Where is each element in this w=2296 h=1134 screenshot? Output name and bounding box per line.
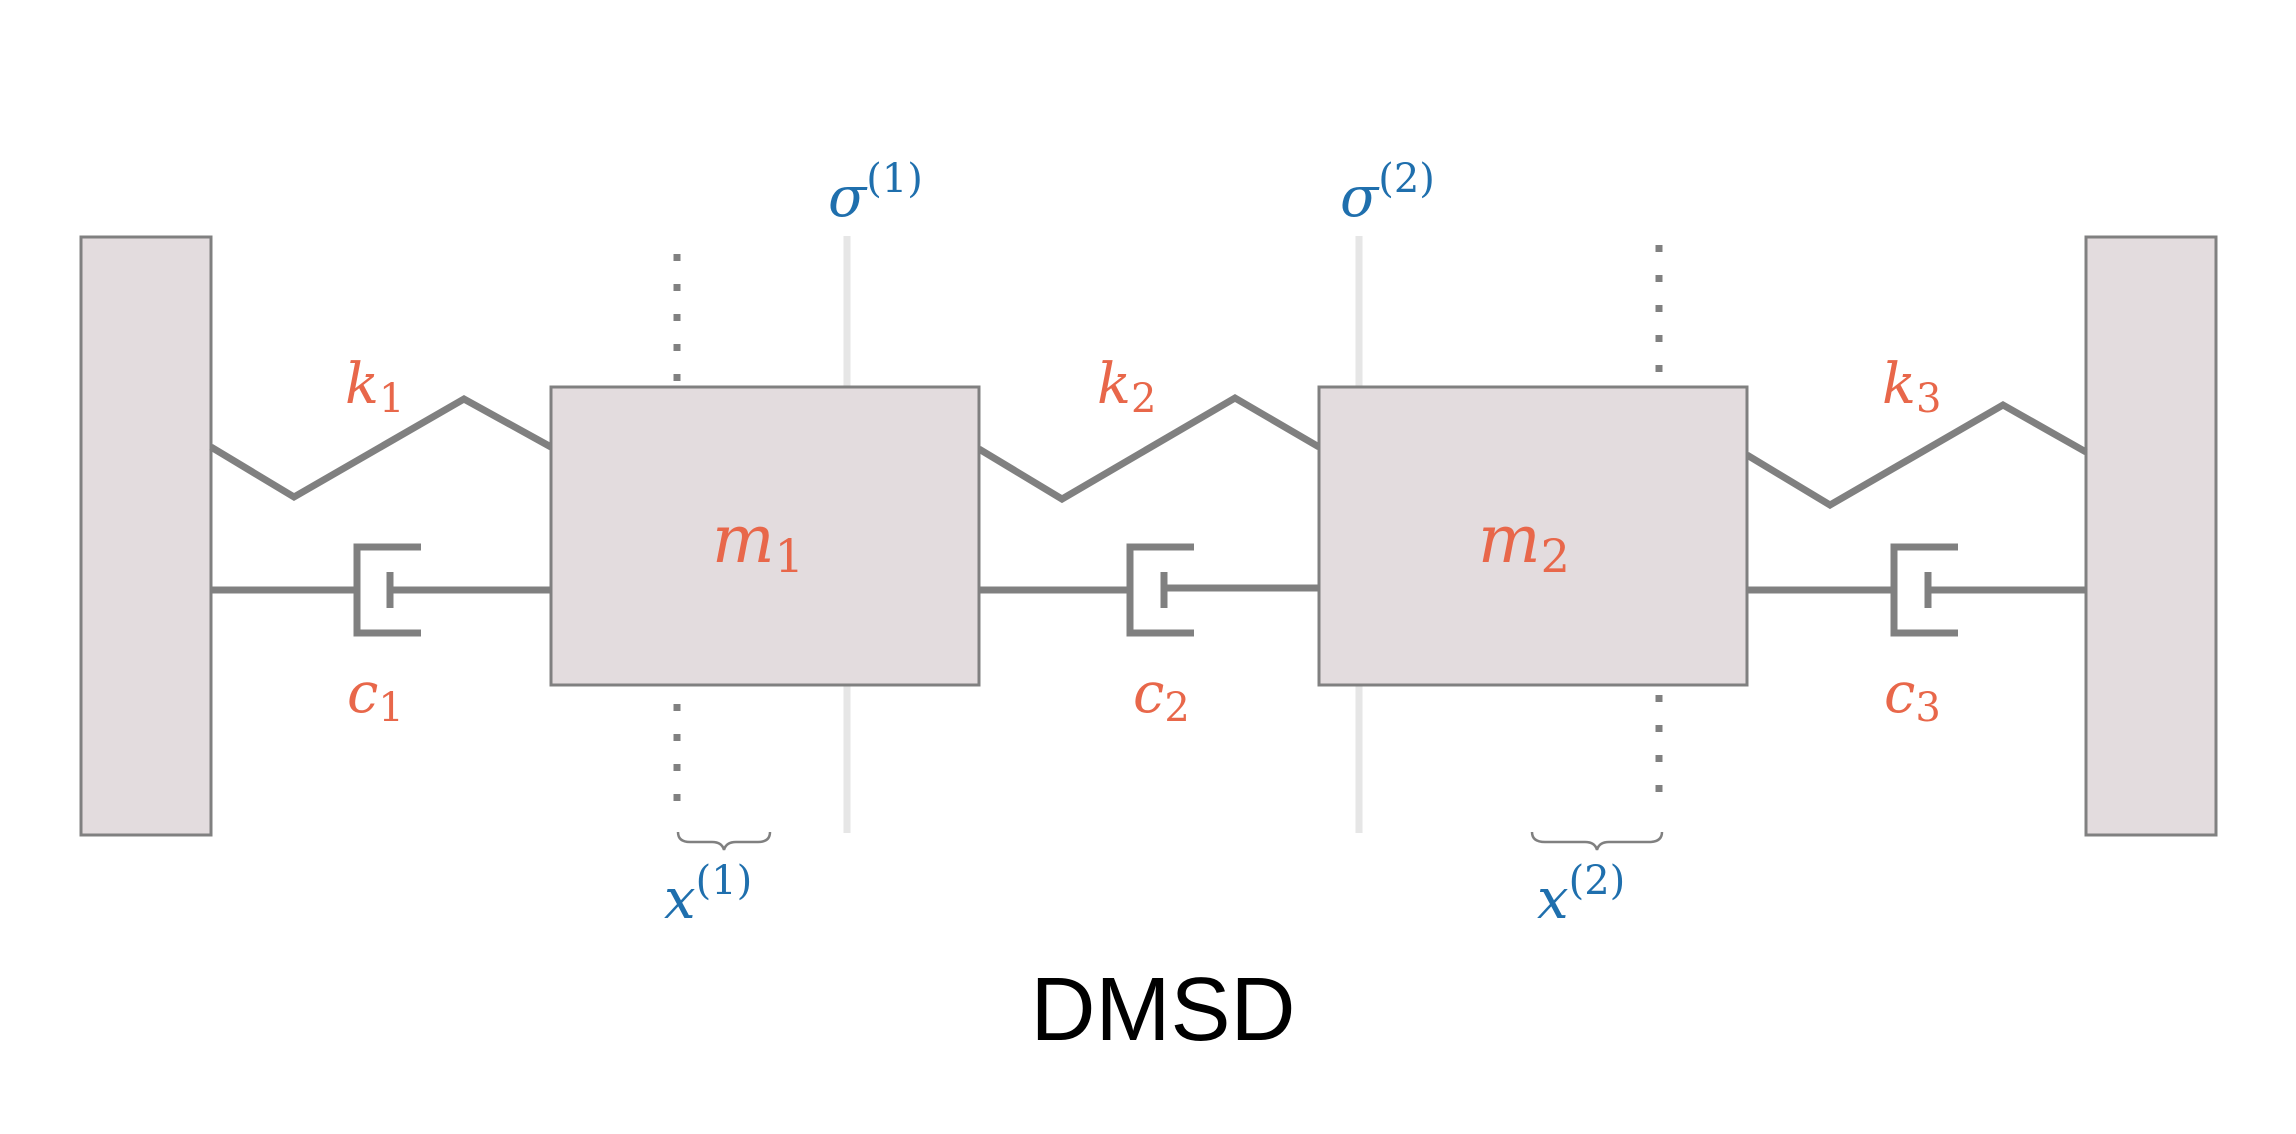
damper-3 <box>1747 543 2086 637</box>
spring-label-1: k1 <box>345 352 404 422</box>
spring-3 <box>1745 400 2088 510</box>
mass-2 <box>1317 385 1749 687</box>
spring-1 <box>209 394 553 502</box>
spring-2 <box>977 393 1321 504</box>
mass-1 <box>549 385 981 687</box>
equilibrium-label-1: σ(1) <box>828 156 923 230</box>
spring-label-2: k2 <box>1097 352 1156 422</box>
left-wall <box>79 235 213 837</box>
displacement-label-1: x(1) <box>664 858 752 932</box>
damper-2 <box>979 543 1319 637</box>
mass-label-1: m1 <box>712 501 804 583</box>
right-wall <box>2084 235 2218 837</box>
damper-label-2: c2 <box>1133 661 1190 731</box>
displacement-label-2: x(2) <box>1537 858 1625 932</box>
brace-2 <box>1530 831 1664 851</box>
spring-label-3: k3 <box>1882 352 1941 422</box>
damper-label-3: c3 <box>1884 661 1941 731</box>
damper-1 <box>211 543 551 637</box>
damper-label-1: c1 <box>347 661 404 731</box>
equilibrium-label-2: σ(2) <box>1340 156 1435 230</box>
diagram-title: DMSD <box>1031 960 1296 1060</box>
mass-label-2: m2 <box>1478 501 1570 583</box>
brace-1 <box>676 831 772 851</box>
